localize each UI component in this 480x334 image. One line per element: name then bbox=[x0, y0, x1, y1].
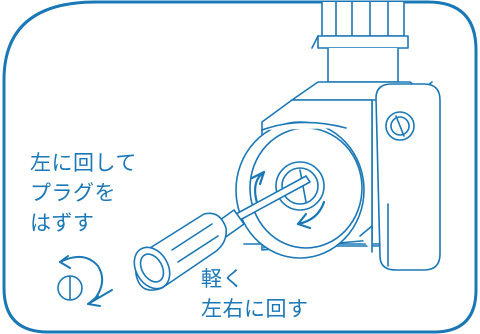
pipe-stem bbox=[311, 1, 409, 83]
plug-icon bbox=[57, 255, 113, 307]
instruction-line: 軽く bbox=[201, 267, 244, 291]
valve-face bbox=[235, 121, 365, 259]
instruction-line: 左右に回す bbox=[201, 297, 309, 321]
screwdriver-icon bbox=[133, 175, 311, 291]
instruction-line: はずす bbox=[30, 211, 95, 235]
rotate-left-arrow-icon bbox=[59, 255, 104, 301]
instruction-remove-plug: 左に回して プラグを はずす bbox=[30, 148, 137, 238]
instruction-line: プラグを bbox=[30, 181, 116, 205]
instruction-line: 左に回して bbox=[30, 151, 137, 175]
instruction-turn-lightly: 軽く 左右に回す bbox=[201, 264, 309, 324]
